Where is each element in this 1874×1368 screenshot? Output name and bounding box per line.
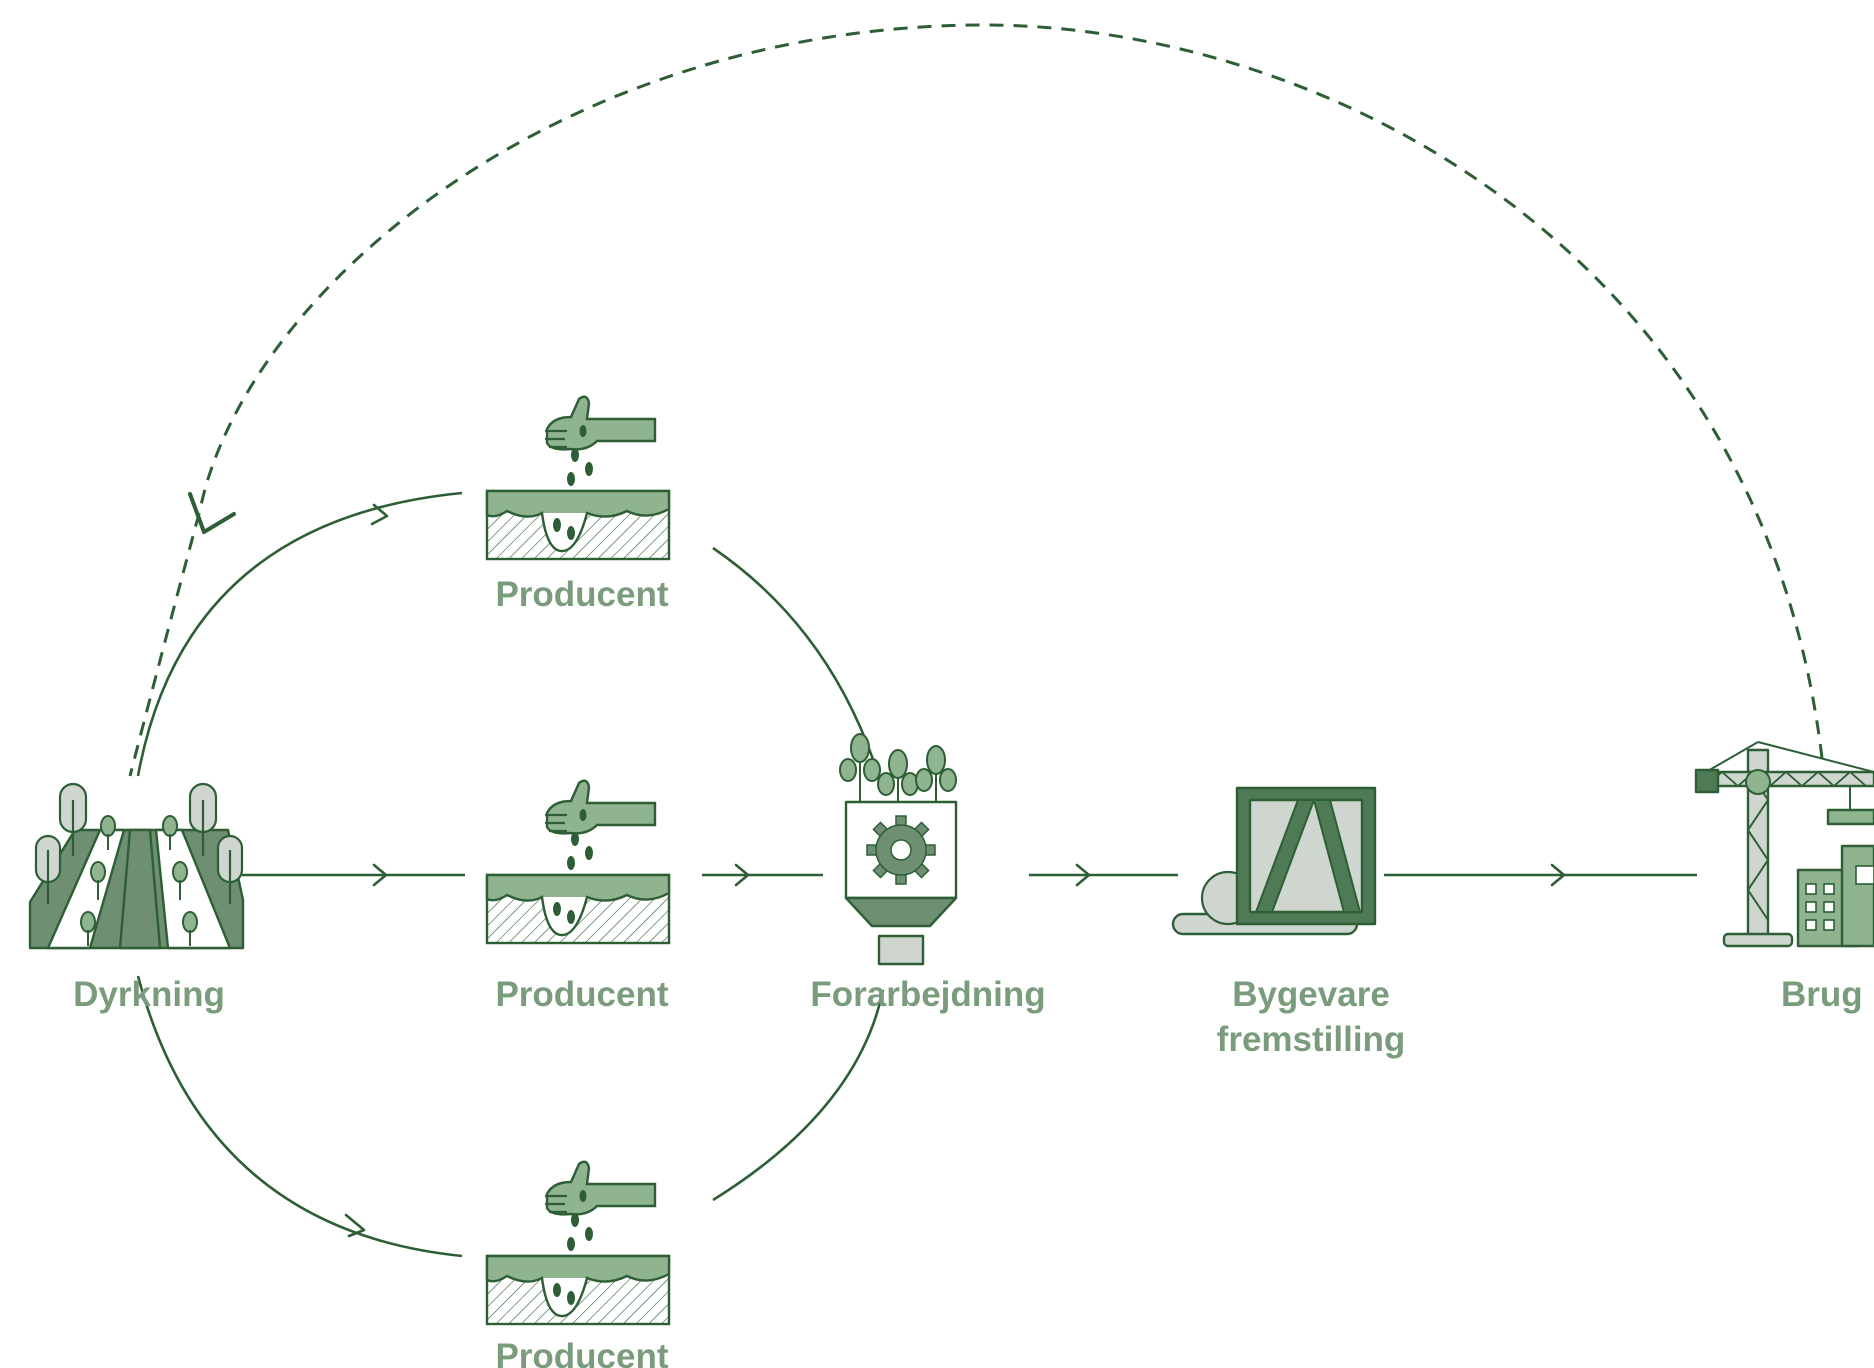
node-label: Producent [495, 975, 668, 1014]
node-producent-top: Producent [485, 395, 671, 614]
node-producent-bottom: Producent [485, 1160, 671, 1368]
arrowheads [188, 492, 1566, 1238]
node-forarbejdning: Forarbejdning [810, 733, 1046, 1014]
node-brug: Brug [1694, 741, 1874, 1014]
building-panel-icon [1171, 786, 1377, 936]
field-icon [28, 782, 245, 950]
node-dyrkning: Dyrkning [28, 782, 245, 1014]
node-bygevare: Bygevare fremstilling [1171, 786, 1406, 1059]
construction-crane-icon [1694, 741, 1874, 948]
seed-sowing-icon [485, 1160, 671, 1326]
flow-dyrkning-to-producent-bottom [136, 975, 463, 1258]
recycle-loop-brug-to-dyrkning [128, 23, 1824, 777]
flow-producent-bottom-to-forarbejdning [712, 989, 885, 1202]
connectors [128, 23, 1824, 1258]
node-label-line2: fremstilling [1217, 1020, 1406, 1059]
arrow-icon [734, 863, 750, 887]
node-label: Producent [495, 1337, 668, 1368]
node-label: Producent [495, 575, 668, 614]
node-producent-mid: Producent [485, 779, 671, 1014]
node-label: Forarbejdning [810, 975, 1045, 1014]
node-label: Brug [1781, 975, 1863, 1014]
arrow-icon [372, 863, 388, 887]
flow-dyrkning-to-producent-top [136, 491, 463, 777]
arrow-icon [344, 1213, 366, 1238]
processing-silo-icon [839, 733, 958, 966]
arrow-icon [188, 492, 236, 534]
node-label: Dyrkning [73, 975, 225, 1014]
seed-sowing-icon [485, 779, 671, 945]
arrow-icon [1550, 863, 1566, 887]
arrow-icon [370, 503, 389, 526]
seed-sowing-icon [485, 395, 671, 561]
arrow-icon [1075, 863, 1091, 887]
node-label-line1: Bygevare [1232, 975, 1390, 1014]
